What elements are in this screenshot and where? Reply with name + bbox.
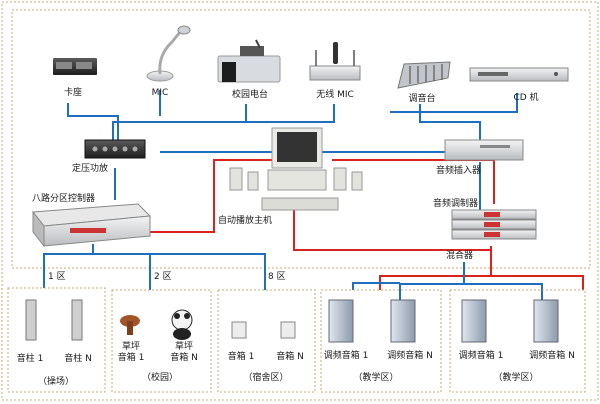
device-label: 草坪 [175,340,193,352]
label-combiner: 混合器 [446,249,473,261]
label-host: 自动播放主机 [218,214,272,226]
lawn-speaker-icon [120,309,193,340]
area-label-dorm: （宿舍区） [243,371,288,383]
area-label-teaching-1: （教学区） [353,371,398,383]
label-zone-controller: 八路分区控制器 [32,192,95,204]
device-label: 调频音箱 1 [324,349,369,361]
box-speaker-icon [231,321,296,339]
label-campus-station: 校园电台 [232,88,268,100]
device-label: 音柱 1 [17,352,44,364]
zone-controller-icon [32,203,152,248]
device-label: 音箱 N [170,351,198,363]
radio-station-desk-icon [217,39,281,83]
label-mic: MIC [152,88,169,98]
device-label: 音箱 1 [228,350,255,362]
audio-lines [43,90,518,290]
area-label-teaching-2: （教学区） [493,371,538,383]
audio-plugin-icon [444,139,524,161]
host-computer-icon [229,127,363,211]
mixer-console-icon [397,61,451,89]
label-amplifier: 定压功放 [72,162,108,174]
device-label: 调频音箱 1 [459,349,504,361]
zone-boxes [7,287,586,393]
modulator-icon [451,209,537,240]
label-cassette: 卡座 [64,86,82,98]
device-label: 调频音箱 N [529,349,575,361]
label-audio-plugin: 音频插入器 [436,164,481,176]
device-label: 调频音箱 N [387,349,433,361]
device-label: 音箱 N [276,350,304,362]
label-cd: CD 机 [513,91,538,103]
label-wireless-mic: 无线 MIC [316,88,354,100]
label-mixer: 调音台 [408,92,435,104]
amplifier-icon [84,139,146,159]
area-label-playground: （操场） [38,375,74,387]
cd-player-icon [469,67,569,82]
microphone-icon [146,25,191,82]
label-zone2: 2 区 [154,271,172,282]
device-label: 音柱 N [64,352,92,364]
device-label: 草坪 [122,340,140,352]
fm-speaker-icon [328,299,559,343]
label-zone1: 1 区 [48,271,66,282]
device-label: 音箱 1 [118,351,145,363]
label-zone8: 8 区 [268,271,286,282]
area-label-campus: （校园） [142,371,178,383]
cassette-deck-icon [53,58,97,75]
combiner-outputs [352,262,543,305]
column-speaker-icon [25,299,83,341]
control-room-boundary [11,9,591,269]
wireless-mic-icon [309,42,361,81]
label-modulator: 音频调制器 [433,197,478,209]
